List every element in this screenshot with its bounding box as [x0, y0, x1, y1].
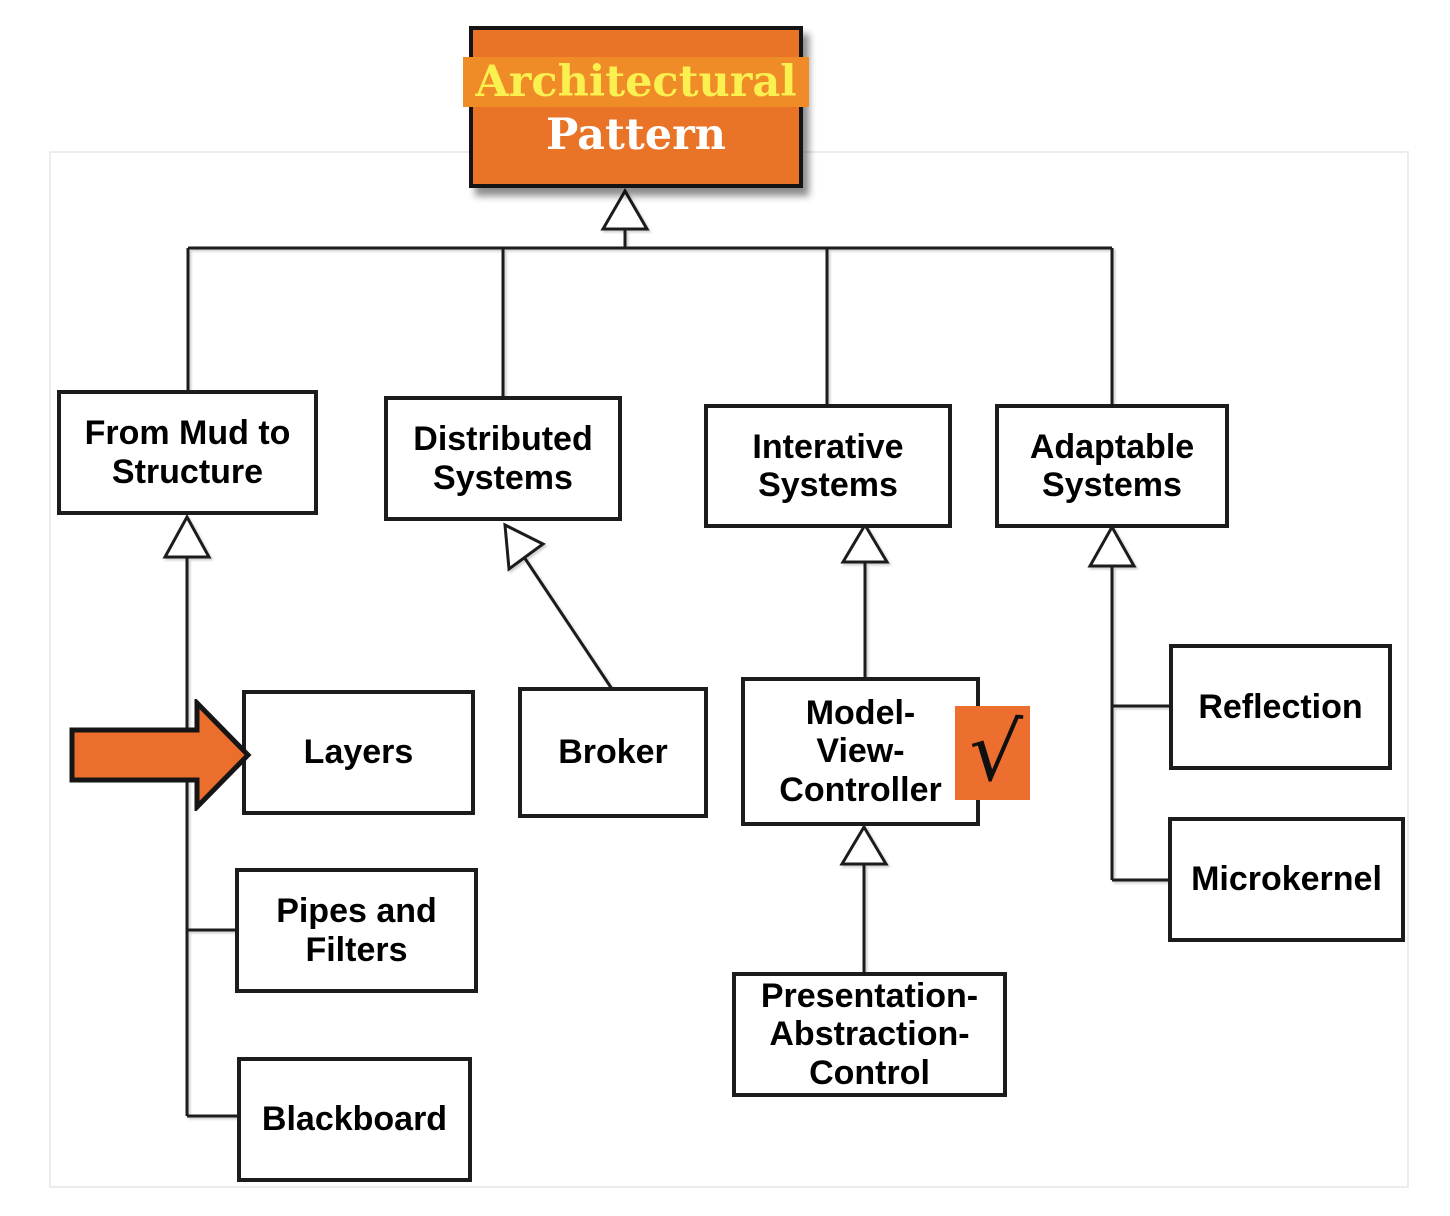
node-label: From Mud to Structure — [84, 414, 291, 491]
root-title-line2: Pattern — [545, 109, 727, 160]
node-microkernel: Microkernel — [1168, 817, 1405, 942]
node-pipes-and-filters: Pipes and Filters — [235, 868, 478, 993]
generalization-triangle-root — [600, 188, 650, 231]
node-adaptable-systems: Adaptable Systems — [995, 404, 1229, 528]
checkmark-badge: √ — [955, 703, 1030, 802]
node-label: Model- View- Controller — [779, 693, 942, 809]
node-reflection: Reflection — [1169, 644, 1392, 770]
generalization-triangle-adaptable — [1087, 523, 1137, 568]
root-title-line1: Architectural — [463, 56, 809, 107]
node-label: Broker — [558, 733, 668, 772]
node-distributed-systems: Distributed Systems — [384, 396, 622, 521]
generalization-triangle-distributed — [503, 522, 546, 572]
node-label: Microkernel — [1191, 860, 1382, 899]
pointer-arrow — [69, 699, 252, 811]
node-label: Interative Systems — [752, 427, 904, 504]
node-label: Reflection — [1198, 687, 1363, 726]
checkmark-icon: √ — [966, 703, 1025, 802]
generalization-triangle-from-mud — [162, 513, 212, 559]
right-arrow-icon — [69, 699, 252, 811]
node-architectural-pattern: Architectural Pattern — [463, 26, 809, 188]
connector-distributed-to-broker — [522, 556, 614, 690]
node-blackboard: Blackboard — [237, 1057, 472, 1182]
node-label: Blackboard — [261, 1100, 448, 1139]
node-broker: Broker — [518, 687, 708, 818]
node-label: Distributed Systems — [413, 420, 593, 497]
node-label: Presentation- Abstraction- Control — [760, 976, 979, 1092]
node-presentation-abstraction-control: Presentation- Abstraction- Control — [732, 972, 1007, 1097]
node-interative-systems: Interative Systems — [704, 404, 952, 528]
connector-mud-to-children — [185, 557, 244, 1118]
generalization-triangle-interative — [840, 522, 890, 564]
connector-adaptable-to-children — [1110, 566, 1170, 882]
node-label: Layers — [303, 733, 414, 772]
connector-root-to-categories — [186, 229, 1114, 404]
node-from-mud-to-structure: From Mud to Structure — [57, 390, 318, 515]
node-layers: Layers — [242, 690, 475, 815]
node-label: Adaptable Systems — [1029, 427, 1195, 504]
node-model-view-controller: Model- View- Controller — [741, 677, 980, 826]
node-label: Pipes and Filters — [276, 892, 437, 969]
generalization-triangle-mvc — [839, 824, 889, 866]
